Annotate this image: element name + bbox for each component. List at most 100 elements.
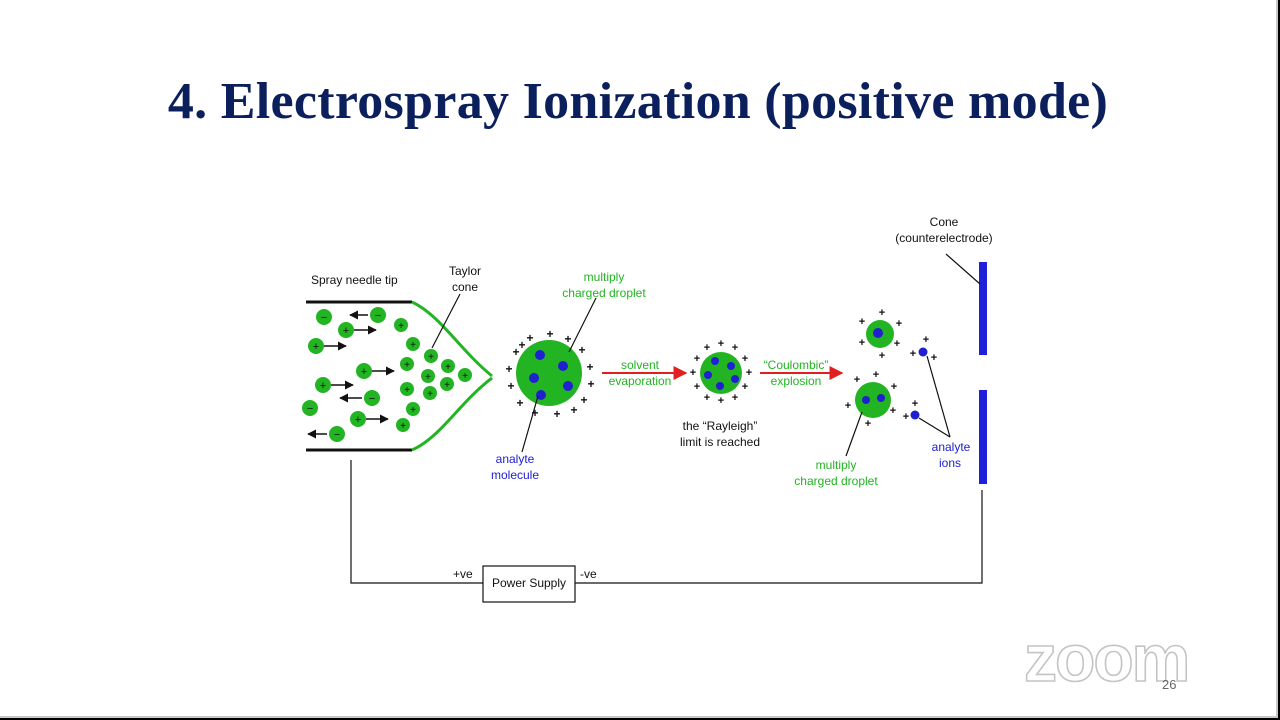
svg-text:+: +	[859, 316, 865, 328]
taylor-cone	[411, 293, 493, 452]
label-solvent-evaporation-line2: evaporation	[609, 374, 672, 388]
svg-text:+: +	[732, 342, 738, 354]
analyte-ions: +++ ++	[903, 334, 951, 438]
large-droplet: +++ ++ ++ ++ ++ +++ +	[505, 297, 597, 453]
svg-text:+: +	[690, 367, 696, 379]
svg-text:+: +	[553, 407, 560, 421]
svg-text:+: +	[694, 381, 700, 393]
label-minus-ve: -ve	[580, 567, 597, 581]
label-droplet-top-line2: charged droplet	[562, 286, 646, 300]
svg-text:+: +	[512, 345, 519, 359]
svg-text:+: +	[891, 381, 897, 393]
svg-text:+: +	[704, 342, 710, 354]
label-spray-needle-tip: Spray needle tip	[311, 273, 398, 287]
label-cone-line1: Cone	[930, 215, 959, 229]
rayleigh-droplet: + + + + + + + + + + + +	[690, 338, 752, 407]
svg-text:−: −	[369, 393, 375, 405]
svg-text:+: +	[873, 369, 879, 381]
svg-text:+: +	[879, 307, 885, 319]
svg-text:+: +	[507, 379, 514, 393]
svg-text:+: +	[896, 318, 902, 330]
svg-text:+: +	[425, 372, 431, 383]
svg-text:+: +	[865, 418, 871, 430]
svg-text:+: +	[531, 406, 538, 420]
svg-text:+: +	[410, 340, 416, 351]
svg-text:+: +	[903, 411, 909, 423]
label-taylor-cone-line2: cone	[452, 280, 478, 294]
label-droplet-bottom-line2: charged droplet	[794, 474, 878, 488]
svg-text:+: +	[879, 350, 885, 362]
svg-text:+: +	[894, 338, 900, 350]
svg-text:+: +	[410, 405, 416, 416]
svg-text:+: +	[704, 392, 710, 404]
small-droplet-top: + + + + + +	[859, 307, 902, 362]
svg-text:+: +	[570, 403, 577, 417]
svg-text:+: +	[931, 352, 937, 364]
label-power-supply: Power Supply	[492, 576, 566, 590]
svg-text:+: +	[586, 360, 593, 374]
svg-text:+: +	[444, 380, 450, 391]
svg-text:+: +	[505, 362, 512, 376]
cone-ions: + + + + + + + + + + + +	[394, 318, 472, 432]
spray-needle	[306, 300, 412, 452]
svg-text:+: +	[320, 380, 326, 392]
page-number: 26	[1162, 677, 1177, 692]
svg-text:+: +	[732, 392, 738, 404]
label-droplet-top-line1: multiply	[584, 270, 625, 284]
zoom-watermark: zoom	[1023, 620, 1191, 696]
svg-text:−: −	[375, 310, 381, 322]
svg-text:+: +	[854, 374, 860, 386]
svg-text:+: +	[404, 385, 410, 396]
counterelectrode	[945, 253, 987, 484]
label-taylor-cone-line1: Taylor	[449, 264, 481, 278]
svg-text:+: +	[859, 337, 865, 349]
label-cone-line2: (counterelectrode)	[895, 231, 992, 245]
label-analyte-molecule-line2: molecule	[491, 468, 539, 482]
svg-text:+: +	[718, 338, 724, 350]
label-analyte-molecule-line1: analyte	[496, 452, 535, 466]
label-coulombic-explosion-line2: explosion	[771, 374, 822, 388]
svg-text:+: +	[845, 400, 851, 412]
svg-text:+: +	[910, 348, 916, 360]
label-rayleigh-line1: the “Rayleigh”	[683, 419, 758, 433]
svg-text:+: +	[746, 367, 752, 379]
svg-text:−: −	[334, 429, 340, 441]
label-droplet-bottom-line1: multiply	[816, 458, 857, 472]
svg-text:−: −	[321, 312, 327, 324]
label-analyte-ions-line2: ions	[939, 456, 961, 470]
svg-text:+: +	[427, 389, 433, 400]
svg-text:+: +	[313, 341, 319, 353]
power-supply-circuit	[350, 460, 983, 603]
label-plus-ve: +ve	[453, 567, 473, 581]
label-analyte-ions-line1: analyte	[932, 440, 971, 454]
svg-text:+: +	[445, 362, 451, 373]
label-solvent-evaporation-line1: solvent	[621, 358, 660, 372]
svg-text:+: +	[546, 327, 553, 341]
svg-text:+: +	[742, 381, 748, 393]
svg-text:+: +	[923, 334, 929, 346]
svg-text:+: +	[343, 325, 349, 337]
svg-text:+: +	[404, 360, 410, 371]
svg-text:+: +	[578, 343, 585, 357]
svg-text:+: +	[518, 338, 525, 352]
power-supply-box	[482, 565, 576, 603]
svg-text:+: +	[462, 371, 468, 382]
svg-text:−: −	[307, 403, 313, 415]
svg-text:+: +	[361, 366, 367, 378]
svg-text:+: +	[694, 353, 700, 365]
svg-text:+: +	[564, 332, 571, 346]
slide-title: 4. Electrospray Ionization (positive mod…	[167, 73, 1109, 130]
svg-text:+: +	[526, 331, 533, 345]
label-rayleigh-line2: limit is reached	[680, 435, 760, 449]
svg-text:+: +	[398, 321, 404, 332]
svg-text:+: +	[355, 414, 361, 426]
svg-text:+: +	[718, 395, 724, 407]
svg-text:+: +	[400, 421, 406, 432]
svg-text:+: +	[912, 398, 918, 410]
svg-text:+: +	[587, 377, 594, 391]
svg-text:+: +	[516, 396, 523, 410]
small-droplet-bottom: +++ +++	[845, 369, 897, 457]
svg-text:+: +	[742, 353, 748, 365]
